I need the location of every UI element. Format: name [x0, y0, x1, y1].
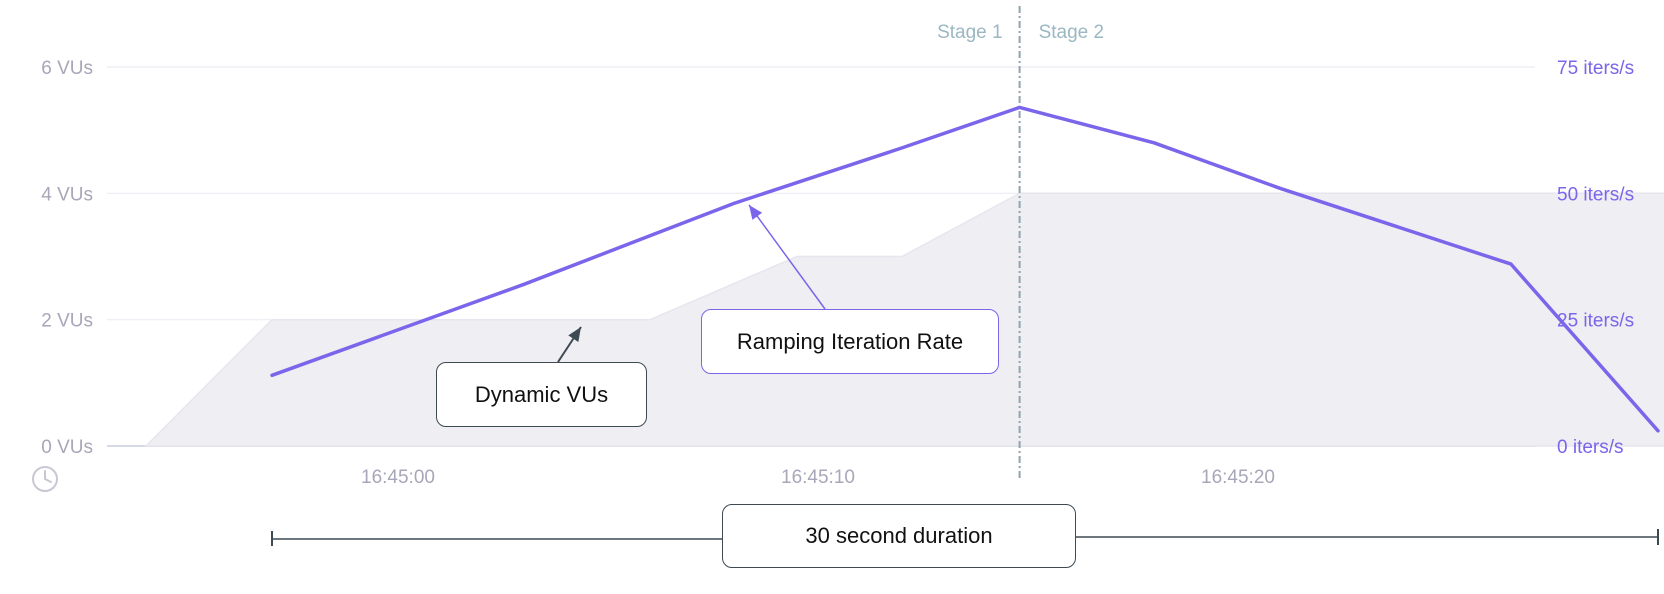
- ramping-rate-callout: Ramping Iteration Rate: [701, 309, 999, 374]
- right-tick-label: 50 iters/s: [1557, 184, 1634, 205]
- iteration-rate-line: [270, 105, 1660, 433]
- right-tick-label: 25 iters/s: [1557, 311, 1634, 332]
- stage-2-label: Stage 2: [1039, 22, 1105, 43]
- left-tick-label: 4 VUs: [41, 184, 93, 205]
- x-tick-label: 16:45:00: [361, 467, 435, 488]
- dynamic-vus-label: Dynamic VUs: [474, 381, 609, 407]
- x-tick-label: 16:45:20: [1201, 467, 1275, 488]
- duration-label: 30 second duration: [805, 523, 993, 548]
- right-tick-label: 0 iters/s: [1557, 437, 1624, 458]
- annotation-arrows: [557, 204, 826, 363]
- duration-bracket: [271, 529, 1659, 546]
- stage-1-label: Stage 1: [937, 22, 1003, 43]
- x-axis: 16:45:00 16:45:10 16:45:20: [361, 467, 1275, 488]
- dynamic-vus-arrow-head: [568, 327, 581, 342]
- left-tick-label: 2 VUs: [41, 311, 93, 332]
- ramping-rate-arrow: [748, 204, 826, 310]
- stages: Stage 1 Stage 2: [937, 6, 1104, 478]
- clock-icon: [32, 466, 58, 492]
- right-axis: 0 iters/s 25 iters/s 50 iters/s 75 iters/s: [1557, 58, 1634, 458]
- ramping-rate-label: Ramping Iteration Rate: [736, 328, 964, 354]
- right-tick-label: 75 iters/s: [1557, 58, 1634, 79]
- left-tick-label: 6 VUs: [41, 58, 93, 79]
- dynamic-vus-callout: Dynamic VUs: [436, 362, 647, 427]
- left-tick-label: 0 VUs: [41, 437, 93, 458]
- x-tick-label: 16:45:10: [781, 467, 855, 488]
- duration-callout: 30 second duration: [722, 504, 1076, 568]
- ramping-rate-arrow-head: [749, 205, 763, 220]
- left-axis: 0 VUs 2 VUs 4 VUs 6 VUs: [41, 58, 93, 458]
